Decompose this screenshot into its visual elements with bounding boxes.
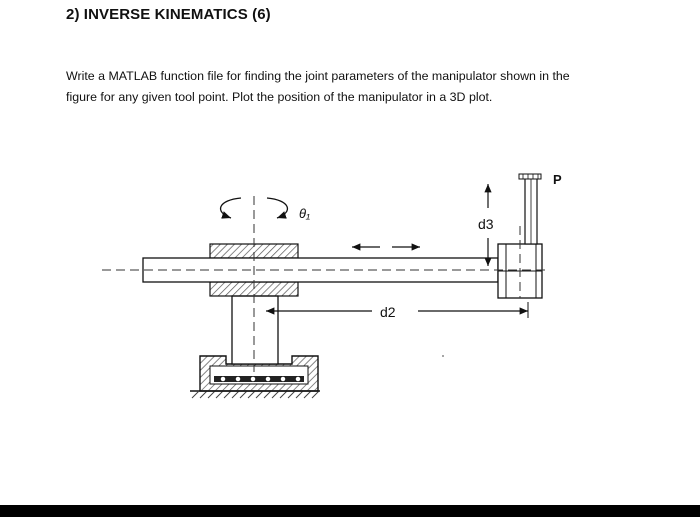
stray-mark — [442, 355, 444, 357]
question-heading: 2) INVERSE KINEMATICS (6) — [66, 6, 271, 23]
ground-hatching — [190, 390, 320, 399]
base-bearing — [199, 355, 319, 392]
d2-label: d2 — [380, 304, 396, 320]
end-block — [497, 173, 543, 299]
centerlines — [102, 196, 545, 372]
vertical-column — [231, 295, 279, 365]
manipulator-diagram: θ₁ d2 d3 P — [102, 172, 562, 399]
theta1-label: θ₁ — [299, 206, 310, 221]
tool-point-label: P — [553, 172, 562, 187]
bottom-bar — [0, 505, 700, 517]
d2-dimension — [266, 302, 529, 318]
theta1-rotation-arrow — [219, 197, 289, 219]
question-text-line-1: Write a MATLAB function file for finding… — [66, 69, 570, 83]
d3-label: d3 — [478, 216, 494, 232]
question-text: Write a MATLAB function file for finding… — [66, 66, 686, 108]
question-text-line-2: figure for any given tool point. Plot th… — [66, 90, 493, 104]
